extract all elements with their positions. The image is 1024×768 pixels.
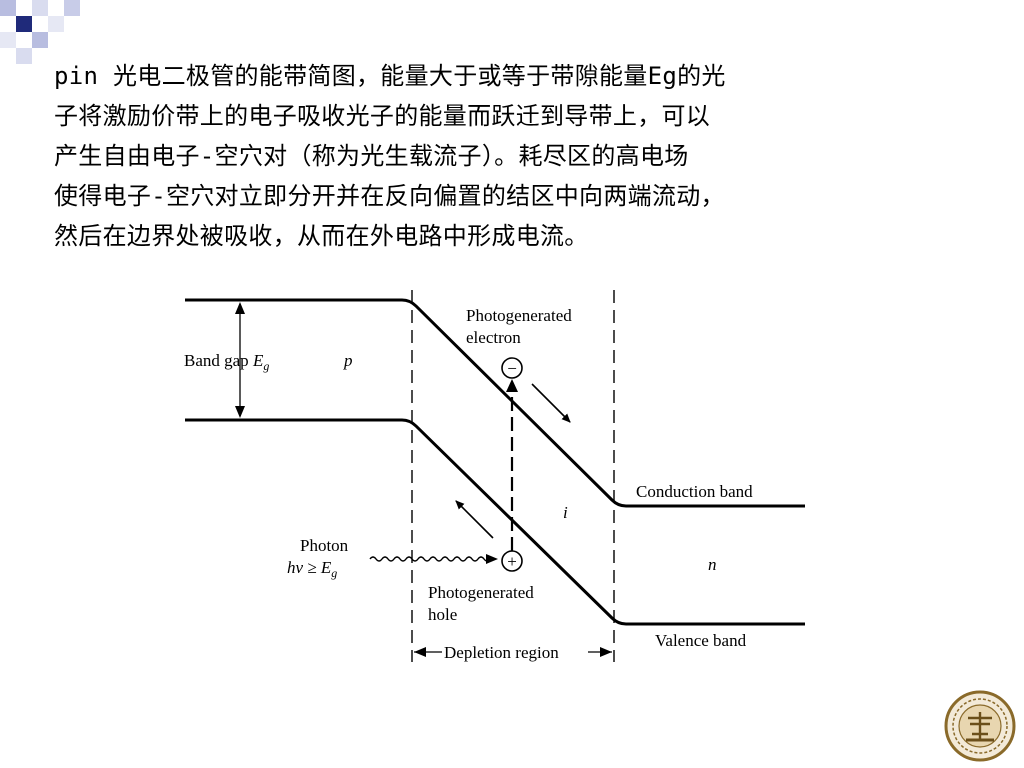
deco-square xyxy=(32,32,48,48)
conduction-band-label: Conduction band xyxy=(636,482,753,501)
photon-energy-label: hν ≥ Eg xyxy=(287,558,337,580)
deco-square xyxy=(16,48,32,64)
paragraph-line: 然后在边界处被吸收，从而在外电路中形成电流。 xyxy=(54,222,589,250)
depletion-region-label: Depletion region xyxy=(444,643,559,662)
valence-band-line xyxy=(185,418,805,626)
hole-drift-arrow xyxy=(455,500,494,539)
paragraph-line: pin 光电二极管的能带简图，能量大于或等于带隙能量Eg的光 xyxy=(54,62,726,90)
paragraph-line: 使得电子-空穴对立即分开并在反向偏置的结区中向两端流动， xyxy=(54,182,725,210)
band-gap-label: Band gap Eg xyxy=(184,351,269,373)
deco-square xyxy=(32,0,48,16)
hole-symbol: + xyxy=(507,552,517,571)
photon-label: Photon xyxy=(300,536,349,555)
deco-square xyxy=(64,0,80,16)
university-logo xyxy=(944,690,1016,762)
paragraph-line: 产生自由电子-空穴对（称为光生载流子）。耗尽区的高电场 xyxy=(54,142,689,170)
deco-square xyxy=(0,32,16,48)
conduction-band-line xyxy=(185,298,805,508)
band-gap-arrow-top xyxy=(235,302,245,314)
deco-square xyxy=(16,16,32,32)
photon-arrow-head xyxy=(486,554,498,564)
p-region-label: p xyxy=(343,351,353,370)
photon-wave xyxy=(369,556,491,562)
slide-paragraph: pin 光电二极管的能带简图，能量大于或等于带隙能量Eg的光 子将激励价带上的电… xyxy=(54,56,994,256)
excitation-arrow-head xyxy=(506,379,518,392)
photogenerated-hole-label-1: Photogenerated xyxy=(428,583,534,602)
electron-circle xyxy=(501,357,523,379)
photogenerated-hole-label-2: hole xyxy=(428,605,457,624)
depletion-region-arrowhead-right xyxy=(600,647,612,657)
corner-decoration xyxy=(0,0,120,70)
electron-symbol: − xyxy=(507,359,517,378)
photogenerated-electron-label-2: electron xyxy=(466,328,521,347)
photogenerated-electron-label-1: Photogenerated xyxy=(466,306,572,325)
valence-band-label: Valence band xyxy=(655,631,747,650)
i-region-label: i xyxy=(563,503,568,522)
electron-drift-arrow xyxy=(531,383,571,423)
paragraph-line: 子将激励价带上的电子吸收光子的能量而跃迁到导带上，可以 xyxy=(54,102,711,130)
depletion-region-arrowhead-left xyxy=(414,647,426,657)
band-gap-arrow-bottom xyxy=(235,406,245,418)
deco-square xyxy=(48,16,64,32)
n-region-label: n xyxy=(708,555,717,574)
deco-square xyxy=(0,0,16,16)
